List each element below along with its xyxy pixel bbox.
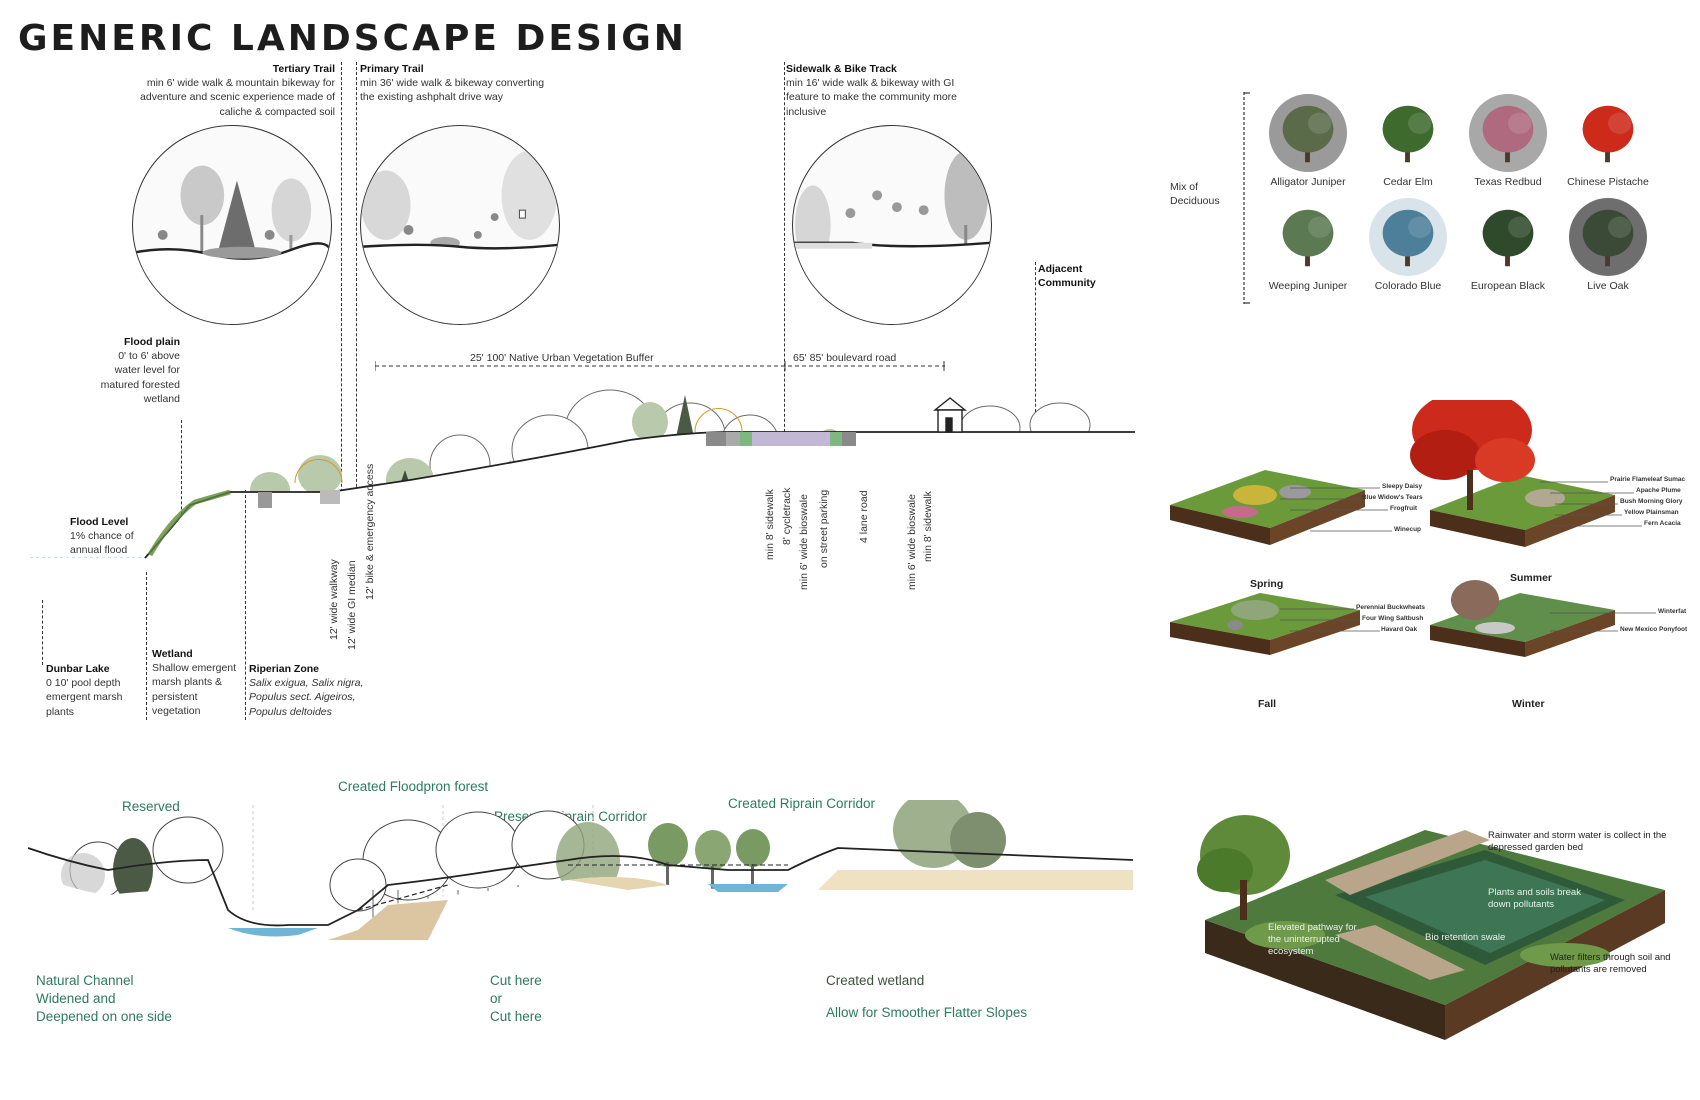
road-label-7: min 8' sidewalk xyxy=(922,491,934,562)
tree-swatch: Cedar Elm xyxy=(1365,94,1451,188)
winter-plant-2: New Mexico Ponyfoot xyxy=(1620,626,1688,633)
tree-icon xyxy=(1469,94,1547,172)
summer-plant-2: Apache Plume xyxy=(1636,487,1681,494)
water-filters-label: Water filters through soil and pollutant… xyxy=(1550,952,1671,975)
tree-swatch: Alligator Juniper xyxy=(1265,94,1351,188)
spring-plant-2: Blue Widow's Tears xyxy=(1362,494,1423,501)
adjacent-community-label: Adjacent Community xyxy=(1038,263,1096,290)
buffer-dimension: 25' 100' Native Urban Vegetation Buffer xyxy=(470,352,654,364)
tree-name-label: Live Oak xyxy=(1587,280,1629,292)
tree-swatch: Weeping Juniper xyxy=(1265,198,1351,292)
spring-plant-3: Frogfruit xyxy=(1390,505,1418,512)
riparian-zone-label: Riperian Zone Salix exigua, Salix nigra,… xyxy=(249,663,364,718)
tree-palette-bracket xyxy=(1243,92,1250,304)
tree-icon xyxy=(1269,198,1347,276)
fall-plant-2: Four Wing Saltbush xyxy=(1362,615,1424,622)
road-label-5: 4 lane road xyxy=(858,490,870,543)
terrain-section xyxy=(30,389,1135,625)
natural-channel-label: Natural Channel Widened and Deepened on … xyxy=(36,973,172,1025)
reserved-label: Reserved xyxy=(122,799,180,814)
summer-plant-5: Fern Acacia xyxy=(1644,520,1681,527)
tree-name-label: Cedar Elm xyxy=(1383,176,1433,188)
adjacent-community-leader xyxy=(1035,262,1036,422)
season-summer-label: Summer xyxy=(1510,572,1553,584)
page-title: GENERIC LANDSCAPE DESIGN xyxy=(18,18,687,59)
road-label-1: min 8' sidewalk xyxy=(764,489,776,560)
created-wetland-label: Created wetland xyxy=(826,973,925,988)
tree-name-label: Colorado Blue xyxy=(1374,280,1442,292)
tertiary-trail-label: Tertiary Trail min 6' wide walk & mounta… xyxy=(140,63,335,118)
road-label-6: min 6' wide bioswale xyxy=(906,494,918,590)
flood-level-label: Flood Level 1% chance of annual flood xyxy=(70,516,134,557)
road-label-3: min 6' wide bioswale xyxy=(798,494,810,590)
plants-soils-label: Plants and soils break down pollutants xyxy=(1488,887,1581,910)
elevated-pathway-label: Elevated pathway for the uninterrupted e… xyxy=(1268,922,1357,957)
season-leader-lines xyxy=(1280,481,1656,632)
tree-icon xyxy=(1369,198,1447,276)
fall-plant-3: Havard Oak xyxy=(1381,626,1418,633)
season-spring-label: Spring xyxy=(1250,578,1284,590)
tree-icon xyxy=(1369,94,1447,172)
rainwater-label: Rainwater and storm water is collect in … xyxy=(1488,830,1667,853)
sidewalk-bike-label: Sidewalk & Bike Track min 16' wide walk … xyxy=(786,63,957,118)
flood-plain-label: Flood plain 0' to 6' above water level f… xyxy=(100,336,180,405)
cut-here-label: Cut here or Cut here xyxy=(490,973,542,1025)
tree-swatch: Live Oak xyxy=(1565,198,1651,292)
tree-swatch: Texas Redbud xyxy=(1465,94,1551,188)
season-fall-label: Fall xyxy=(1258,698,1277,710)
trail-width-label-1: 12' wide walkway xyxy=(328,559,340,640)
spring-plant-4: Winecup xyxy=(1394,526,1422,533)
tree-name-label: European Black xyxy=(1470,280,1546,292)
bioretention-label: Bio retention swale xyxy=(1425,932,1506,943)
primary-trail-leader xyxy=(356,62,357,502)
summer-plant-3: Bush Morning Glory xyxy=(1620,498,1683,505)
sidewalk-leader xyxy=(784,62,785,462)
season-winter-label: Winter xyxy=(1512,698,1545,710)
trail-width-label-2: 12' wide GI median xyxy=(346,560,358,650)
spring-plant-1: Sleepy Daisy xyxy=(1382,483,1423,490)
wetland-label: Wetland Shallow emergent marsh plants & … xyxy=(152,648,237,717)
created-riparian-label: Created Riprain Corridor xyxy=(728,796,876,811)
fall-plant-1: Perennial Buckwheats xyxy=(1356,604,1425,611)
riparian-leader xyxy=(245,490,246,720)
bioswale-block xyxy=(1197,815,1665,1040)
sidewalk-detail-circle xyxy=(792,125,992,325)
tree-icon xyxy=(1569,198,1647,276)
tree-swatch: European Black xyxy=(1465,198,1551,292)
floodplain-forest-label: Created Floodpron forest xyxy=(338,779,489,794)
summer-plant-1: Prairie Flameleaf Sumac xyxy=(1610,476,1686,483)
season-blocks xyxy=(1170,400,1615,657)
tree-name-label: Chinese Pistache xyxy=(1567,176,1649,188)
mix-deciduous-label: Mix of Deciduous xyxy=(1170,181,1220,208)
wetland-leader xyxy=(146,572,147,720)
primary-trail-label: Primary Trail min 36' wide walk & bikewa… xyxy=(360,63,545,104)
dunbar-leader xyxy=(42,600,43,665)
tertiary-trail-leader xyxy=(341,62,342,532)
tree-icon xyxy=(1469,198,1547,276)
tertiary-trail-detail-circle xyxy=(132,125,332,325)
tree-name-label: Alligator Juniper xyxy=(1270,176,1346,188)
road-dimension: 65' 85' boulevard road xyxy=(793,352,897,364)
flood-plain-leader xyxy=(181,420,182,545)
summer-plant-4: Yellow Plainsman xyxy=(1624,509,1679,516)
dimension-lines xyxy=(375,361,945,371)
tree-swatch: Colorado Blue xyxy=(1365,198,1451,292)
tree-icon xyxy=(1269,94,1347,172)
tree-icon xyxy=(1569,94,1647,172)
grading-terrain xyxy=(28,800,1133,1060)
dunbar-lake-label: Dunbar Lake 0 10' pool depth emergent ma… xyxy=(46,663,123,718)
winter-plant-1: Winterfat xyxy=(1658,608,1687,615)
tree-swatch: Chinese Pistache xyxy=(1565,94,1651,188)
trail-width-label-3: 12' bike & emergency access xyxy=(364,463,376,600)
smoother-slopes-label: Allow for Smoother Flatter Slopes xyxy=(826,1005,1028,1020)
road-label-4: on street parking xyxy=(818,489,830,568)
primary-trail-detail-circle xyxy=(360,125,560,325)
tree-name-label: Texas Redbud xyxy=(1474,176,1542,188)
road-label-2: 8' cycletrack xyxy=(781,487,793,545)
tree-name-label: Weeping Juniper xyxy=(1268,280,1348,292)
